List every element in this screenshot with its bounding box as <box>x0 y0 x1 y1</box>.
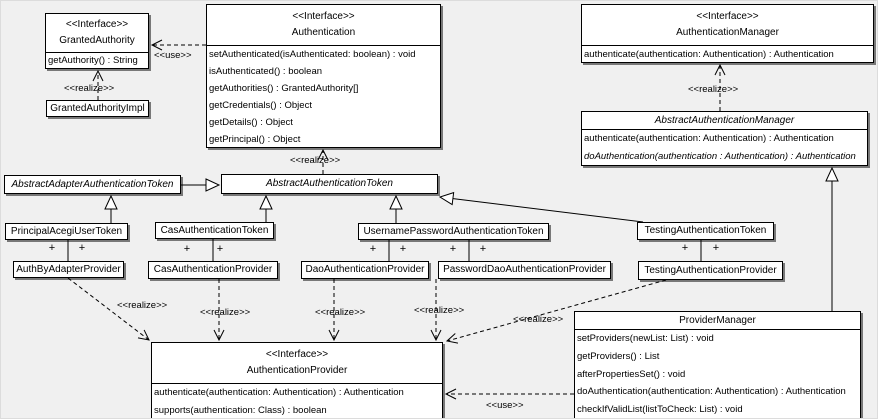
class-name: TestingAuthenticationToken <box>644 225 767 236</box>
class-principal-acegi-user-token[interactable]: PrincipalAcegiUserToken <box>5 223 128 240</box>
association-end-plus-mark: + <box>713 242 719 254</box>
class-methods-compartment: authenticate(authentication: Authenticat… <box>582 46 873 63</box>
class-name: DaoAuthenticationProvider <box>305 264 425 275</box>
class-methods-compartment: getAuthority() : String <box>46 53 148 69</box>
class-name: PasswordDaoAuthenticationProvider <box>443 264 606 275</box>
class-header: CasAuthenticationProvider <box>149 262 277 278</box>
class-name: AuthByAdapterProvider <box>16 263 121 275</box>
class-header: TestingAuthenticationProvider <box>639 262 782 279</box>
class-name: AuthenticationProvider <box>246 365 348 376</box>
class-header: AbstractAuthenticationManager <box>582 112 867 130</box>
class-name: AbstractAuthenticationToken <box>266 178 393 189</box>
class-name: AuthenticationManager <box>676 27 779 38</box>
class-method: authenticate(authentication: Authenticat… <box>584 49 834 60</box>
class-method: authenticate(authentication: Authenticat… <box>584 133 834 144</box>
edge-realize-authby-to-auth-provider[interactable] <box>67 277 150 341</box>
edge-gen-testing-token-to-abstract-token[interactable] <box>438 191 644 223</box>
class-abstract-authentication-manager[interactable]: AbstractAuthenticationManager authenticat… <box>581 111 868 166</box>
class-name: CasAuthenticationProvider <box>153 264 273 275</box>
class-method: supports(authentication: Class) : boolea… <box>154 404 327 416</box>
class-header: DaoAuthenticationProvider <box>302 262 428 278</box>
class-methods-compartment: setAuthenticated(isAuthenticated: boolea… <box>207 46 440 148</box>
class-method: doAuthentication(authentication: Authent… <box>577 386 846 398</box>
class-username-password-authentication-token[interactable]: UsernamePasswordAuthenticationToken <box>358 223 549 240</box>
class-name: Authentication <box>291 27 356 38</box>
class-testing-authentication-token[interactable]: TestingAuthenticationToken <box>637 222 774 240</box>
class-method: isAuthenticated() : boolean <box>209 66 323 77</box>
class-header: CasAuthenticationToken <box>156 223 273 238</box>
association-end-plus-mark: + <box>400 243 406 255</box>
class-header: <<Interface>> Authentication <box>207 5 440 46</box>
class-method: setProviders(newList: List) : void <box>577 333 714 344</box>
class-header: AbstractAdapterAuthenticationToken <box>5 176 180 193</box>
class-header: <<Interface>> GrantedAuthority <box>46 14 148 53</box>
class-name: AbstractAuthenticationManager <box>654 114 795 126</box>
class-header: <<Interface>> AuthenticationManager <box>582 5 873 46</box>
class-abstract-adapter-authentication-token[interactable]: AbstractAdapterAuthenticationToken <box>4 175 181 194</box>
class-method: getDetails() : Object <box>209 117 293 128</box>
association-end-plus-mark: + <box>79 242 85 254</box>
class-methods-compartment: authenticate(authentication: Authenticat… <box>152 384 442 418</box>
association-end-plus-mark: + <box>184 243 190 255</box>
class-method: getProviders() : List <box>577 350 660 362</box>
class-methods-compartment: authenticate(authentication: Authenticat… <box>582 130 867 166</box>
class-testing-authentication-provider[interactable]: TestingAuthenticationProvider <box>638 261 783 280</box>
class-method: getAuthority() : String <box>48 55 138 66</box>
class-header: AuthByAdapterProvider <box>14 262 123 277</box>
class-method: getAuthorities() : GrantedAuthority[] <box>209 83 359 94</box>
class-name: ProviderManager <box>679 314 756 326</box>
class-stereotype: <<Interface>> <box>65 19 129 30</box>
class-header: <<Interface>> AuthenticationProvider <box>152 343 442 384</box>
class-method: checkIfValidList(listToCheck: List) : vo… <box>577 404 743 416</box>
class-name: UsernamePasswordAuthenticationToken <box>363 225 544 237</box>
class-method: doAuthentication(authentication : Authen… <box>584 151 856 162</box>
class-provider-manager[interactable]: ProviderManager setProviders(newList: Lis… <box>574 311 861 418</box>
class-name: GrantedAuthorityImpl <box>50 102 145 114</box>
class-header: TestingAuthenticationToken <box>638 223 773 239</box>
class-method: getCredentials() : Object <box>209 100 312 111</box>
association-end-plus-mark: + <box>480 243 486 255</box>
class-header: ProviderManager <box>575 312 860 330</box>
class-header: UsernamePasswordAuthenticationToken <box>359 224 548 239</box>
class-stereotype: <<Interface>> <box>265 349 329 360</box>
class-method: afterPropertiesSet() : void <box>577 368 686 380</box>
class-granted-authority[interactable]: <<Interface>> GrantedAuthority getAuthorit… <box>45 13 149 69</box>
class-stereotype: <<Interface>> <box>292 11 355 22</box>
class-abstract-authentication-token[interactable]: AbstractAuthenticationToken <box>221 174 438 194</box>
class-cas-authentication-provider[interactable]: CasAuthenticationProvider <box>148 261 278 279</box>
class-name: PrincipalAcegiUserToken <box>10 225 123 237</box>
class-method: getPrincipal() : Object <box>209 134 301 145</box>
class-name: AbstractAdapterAuthenticationToken <box>11 178 174 190</box>
class-name: GrantedAuthority <box>59 35 135 46</box>
class-dao-authentication-provider[interactable]: DaoAuthenticationProvider <box>301 261 429 279</box>
association-end-plus-mark: + <box>450 243 456 255</box>
association-end-plus-mark: + <box>682 242 688 254</box>
class-header: AbstractAuthenticationToken <box>222 175 437 193</box>
class-authentication[interactable]: <<Interface>> Authentication setAuthentica… <box>206 4 441 148</box>
class-method: setAuthenticated(isAuthenticated: boolea… <box>209 49 416 60</box>
class-name: TestingAuthenticationProvider <box>644 264 777 276</box>
class-method: authenticate(authentication: Authenticat… <box>154 387 404 398</box>
class-name: CasAuthenticationToken <box>160 224 269 236</box>
class-authentication-provider[interactable]: <<Interface>> AuthenticationProvider authe… <box>151 342 443 418</box>
edge-realize-testing-provider-to-auth-provider[interactable] <box>445 279 667 344</box>
class-header: PrincipalAcegiUserToken <box>6 224 127 239</box>
class-auth-by-adapter-provider[interactable]: AuthByAdapterProvider <box>13 261 124 278</box>
class-password-dao-authentication-provider[interactable]: PasswordDaoAuthenticationProvider <box>438 261 611 279</box>
class-stereotype: <<Interface>> <box>696 11 759 22</box>
class-authentication-manager[interactable]: <<Interface>> AuthenticationManager authen… <box>581 4 874 63</box>
association-end-plus-mark: + <box>49 242 55 254</box>
association-end-plus-mark: + <box>217 243 223 255</box>
class-granted-authority-impl[interactable]: GrantedAuthorityImpl <box>46 100 149 117</box>
class-header: PasswordDaoAuthenticationProvider <box>439 262 610 278</box>
class-cas-authentication-token[interactable]: CasAuthenticationToken <box>155 222 274 239</box>
association-end-plus-mark: + <box>370 243 376 255</box>
class-header: GrantedAuthorityImpl <box>47 101 148 116</box>
class-methods-compartment: setProviders(newList: List) : void getPro… <box>575 330 860 418</box>
